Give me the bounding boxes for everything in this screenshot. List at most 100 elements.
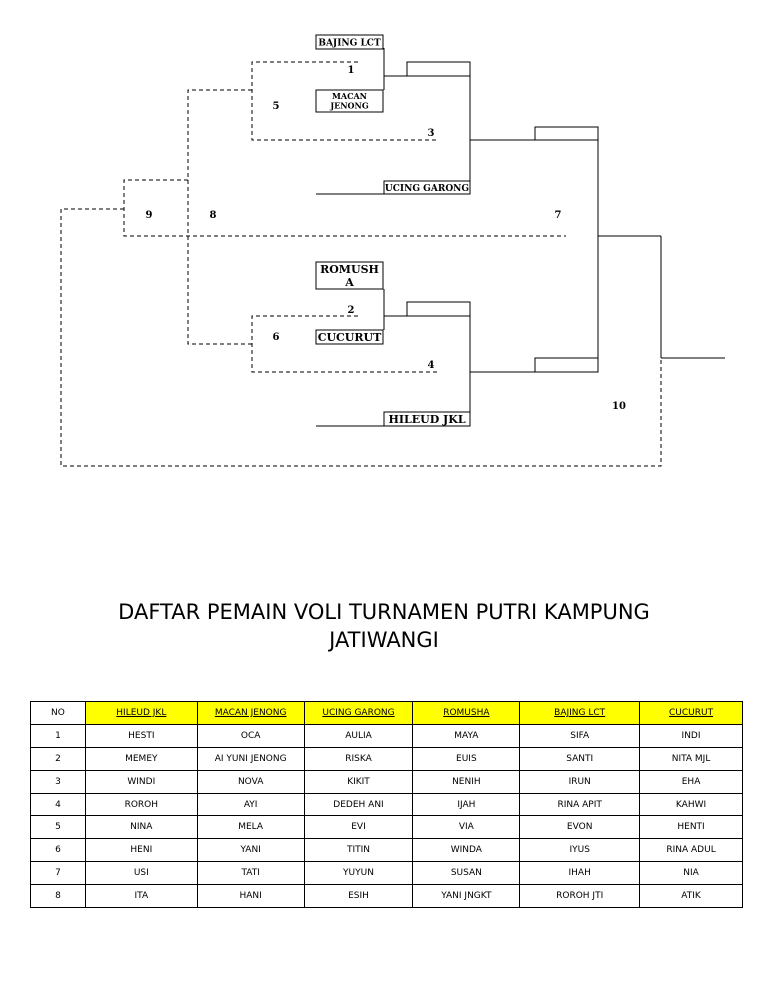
table-cell: 5 (30, 815, 86, 840)
bracket-dashed-lines (60, 61, 662, 467)
table-cell: HENI (84, 838, 198, 863)
match-number-10: 10 (612, 401, 626, 412)
table-row: 5 NINA MELA EVI VIA EVON HENTI (30, 815, 743, 840)
header-cucurut: CUCURUT (639, 701, 743, 725)
table-row: 4 ROROH AYI DEDEH ANI IJAH RINA APIT KAH… (30, 792, 743, 817)
match-number-3: 3 (428, 128, 435, 139)
table-cell: NENIH (412, 769, 521, 794)
header-no: NO (30, 701, 86, 725)
header-bajing-lct: BAJING LCT (519, 701, 641, 725)
match-number-8: 8 (210, 210, 217, 221)
table-cell: WINDI (84, 769, 198, 794)
table-cell: 3 (30, 769, 86, 794)
document-title-line1: DAFTAR PEMAIN VOLI TURNAMEN PUTRI KAMPUN… (118, 600, 650, 624)
table-cell: 1 (30, 723, 86, 748)
table-cell: EUIS (412, 746, 521, 771)
table-cell: 6 (30, 838, 86, 863)
match-number-6: 6 (273, 332, 280, 343)
table-cell: AI YUNI JENONG (196, 746, 305, 771)
table-cell: ROROH (84, 792, 198, 817)
team-label-ucing-garong: UCING GARONG (385, 184, 469, 194)
team-label-hileud-jkl: HILEUD JKL (388, 413, 465, 426)
match-number-7: 7 (555, 210, 562, 221)
table-cell: IRUN (519, 769, 641, 794)
match-number-5: 5 (273, 101, 280, 112)
header-romusha: ROMUSHA (412, 701, 521, 725)
player-roster-table: NO HILEUD JKL MACAN JENONG UCING GARONG … (30, 701, 743, 909)
table-row: 6 HENI YANI TITIN WINDA IYUS RINA ADUL (30, 838, 743, 863)
table-row: 2 MEMEY AI YUNI JENONG RISKA EUIS SANTI … (30, 746, 743, 771)
team-label-bajing-lct: BAJING LCT (318, 39, 381, 49)
table-cell: AULIA (303, 723, 414, 748)
table-cell: HENTI (639, 815, 743, 840)
table-cell: DEDEH ANI (303, 792, 414, 817)
table-cell: ITA (84, 884, 198, 909)
table-cell: RINA APIT (519, 792, 641, 817)
table-cell: YANI (196, 838, 305, 863)
table-cell: 7 (30, 861, 86, 886)
table-cell: WINDA (412, 838, 521, 863)
match-numbers: 1 2 3 4 5 6 7 8 9 10 (146, 65, 626, 412)
table-cell: ESIH (303, 884, 414, 909)
table-cell: MAYA (412, 723, 521, 748)
table-cell: VIA (412, 815, 521, 840)
header-macan-jenong: MACAN JENONG (196, 701, 305, 725)
table-cell: HESTI (84, 723, 198, 748)
table-row: 7 USI TATI YUYUN SUSAN IHAH NIA (30, 861, 743, 886)
table-cell: OCA (196, 723, 305, 748)
team-label-romusha-line1: ROMUSH (320, 263, 379, 276)
match-number-1: 1 (348, 65, 355, 76)
bracket-lower-solid-lines (316, 289, 599, 427)
table-cell: IJAH (412, 792, 521, 817)
table-cell: RINA ADUL (639, 838, 743, 863)
team-box-macan-jenong: MACAN JENONG (315, 89, 384, 113)
table-cell: HANI (196, 884, 305, 909)
table-cell: TATI (196, 861, 305, 886)
match-number-9: 9 (146, 210, 153, 221)
team-box-ucing-garong: UCING GARONG (383, 180, 471, 195)
table-cell: NIA (639, 861, 743, 886)
match-number-2: 2 (348, 305, 355, 316)
team-label-macan-jenong-line1: MACAN (332, 91, 367, 101)
table-cell: IHAH (519, 861, 641, 886)
team-label-romusha-line2: A (344, 276, 354, 289)
table-cell: KAHWI (639, 792, 743, 817)
header-hileud-jkl: HILEUD JKL (84, 701, 198, 725)
table-header-row: NO HILEUD JKL MACAN JENONG UCING GARONG … (30, 701, 743, 725)
table-cell: SANTI (519, 746, 641, 771)
table-cell: KIKIT (303, 769, 414, 794)
table-cell: EVI (303, 815, 414, 840)
table-cell: MEMEY (84, 746, 198, 771)
table-cell: 8 (30, 884, 86, 909)
header-ucing-garong: UCING GARONG (303, 701, 414, 725)
team-box-romusha: ROMUSH A (315, 261, 384, 290)
team-label-macan-jenong-line2: JENONG (329, 101, 368, 111)
table-cell: YUYUN (303, 861, 414, 886)
table-cell: USI (84, 861, 198, 886)
table-cell: INDI (639, 723, 743, 748)
document-title-line2: JATIWANGI (329, 628, 439, 652)
document-title: DAFTAR PEMAIN VOLI TURNAMEN PUTRI KAMPUN… (0, 598, 768, 654)
table-cell: YANI JNGKT (412, 884, 521, 909)
table-cell: AYI (196, 792, 305, 817)
team-label-cucurut: CUCURUT (318, 331, 382, 344)
team-box-cucurut: CUCURUT (315, 329, 384, 345)
table-cell: NOVA (196, 769, 305, 794)
table-cell: 4 (30, 792, 86, 817)
table-cell: NINA (84, 815, 198, 840)
table-row: 1 HESTI OCA AULIA MAYA SIFA INDI (30, 723, 743, 748)
table-cell: ROROH JTI (519, 884, 641, 909)
table-cell: SUSAN (412, 861, 521, 886)
table-row: 8 ITA HANI ESIH YANI JNGKT ROROH JTI ATI… (30, 884, 743, 909)
table-cell: IYUS (519, 838, 641, 863)
team-box-hileud-jkl: HILEUD JKL (383, 411, 471, 427)
table-cell: TITIN (303, 838, 414, 863)
table-cell: 2 (30, 746, 86, 771)
bracket-upper-solid-lines (316, 48, 725, 372)
table-cell: SIFA (519, 723, 641, 748)
table-cell: EHA (639, 769, 743, 794)
table-cell: RISKA (303, 746, 414, 771)
table-cell: EVON (519, 815, 641, 840)
table-cell: MELA (196, 815, 305, 840)
table-cell: ATIK (639, 884, 743, 909)
